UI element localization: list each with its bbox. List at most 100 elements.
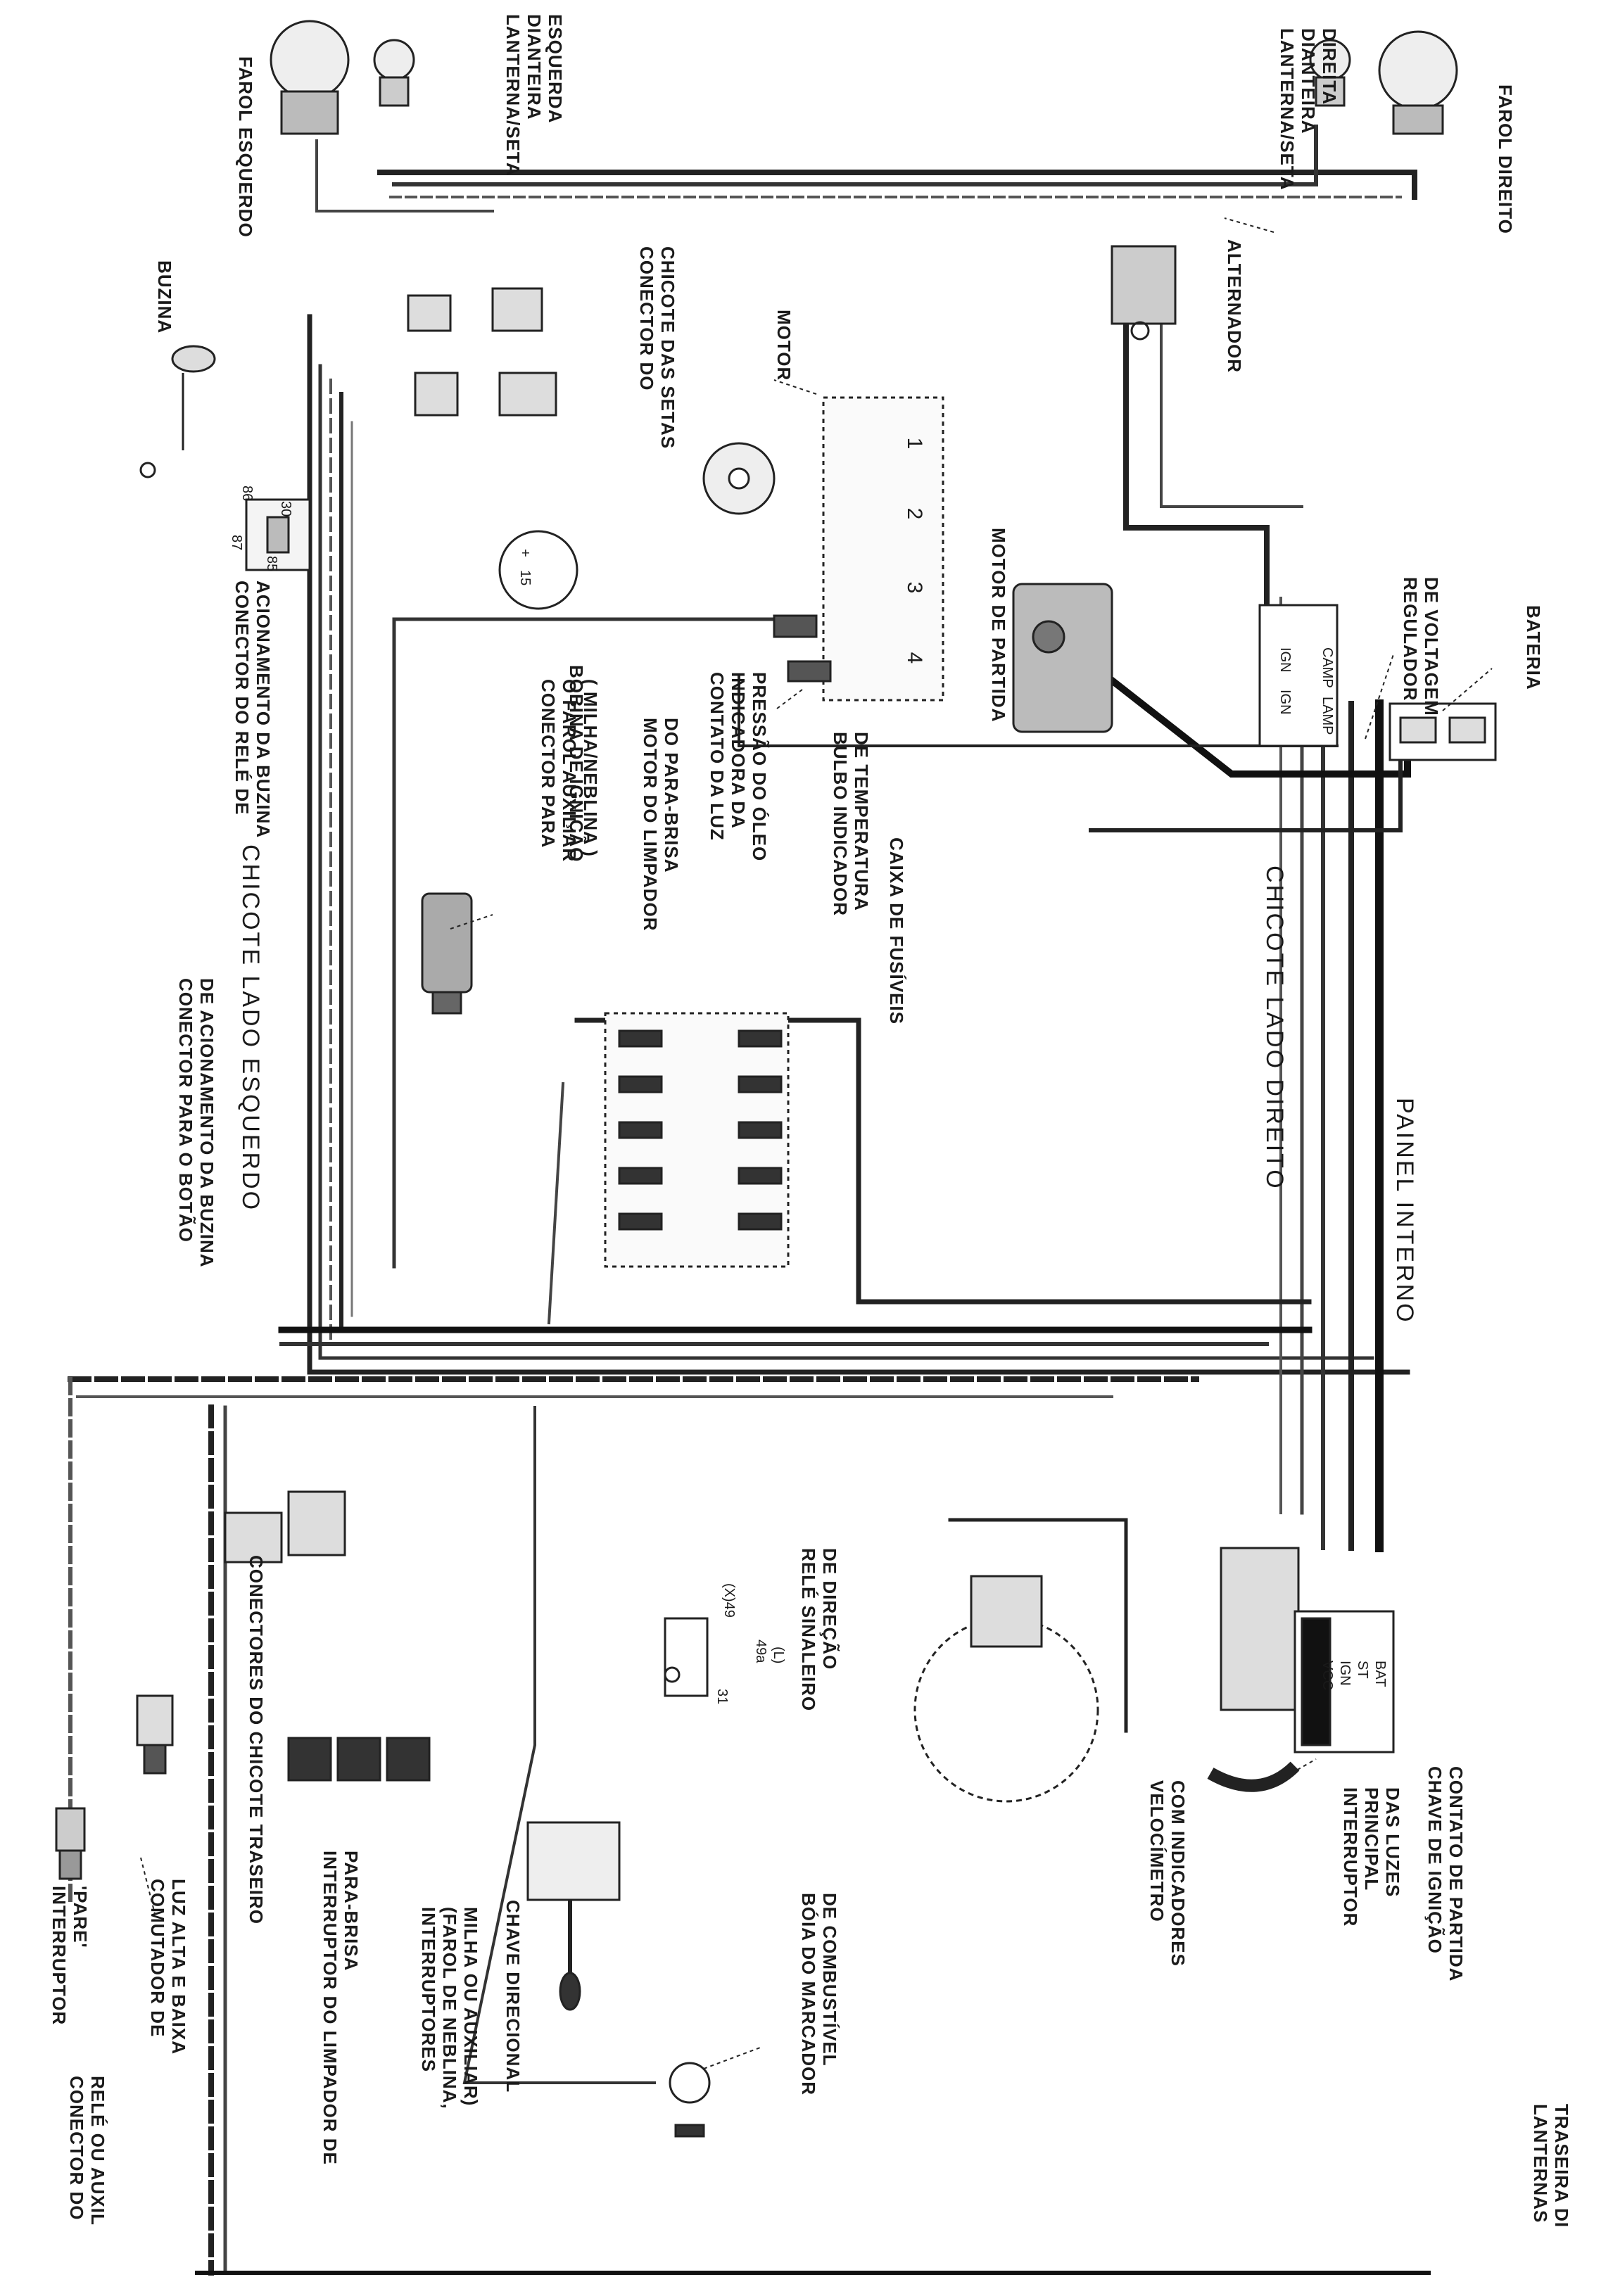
- connector-setas-1: [491, 287, 543, 332]
- svg-text:PARA-BRISA: PARA-BRISA: [341, 1851, 362, 1971]
- svg-text:CONECTOR PARA O BOTÃO: CONECTOR PARA O BOTÃO: [175, 978, 196, 1243]
- rear-connector-2: [287, 1490, 346, 1556]
- coil-15: 15: [517, 570, 533, 585]
- label-bulbo-temp: BULBO INDICADOR DE TEMPERATURA: [830, 732, 872, 916]
- wire-temp: [738, 674, 1339, 747]
- label-conector-botao-buzina: CONECTOR PARA O BOTÃO DE ACIONAMENTO DA …: [175, 978, 217, 1268]
- label-lanterna-dir: LANTERNA/SETA DIANTEIRA DIREITA: [1277, 28, 1340, 191]
- horn-icon: [139, 345, 216, 478]
- turn-lamp-right-icon: [1309, 39, 1351, 107]
- panel-switches-icon: [287, 1737, 431, 1782]
- svg-text:INTERRUPTORES: INTERRUPTORES: [418, 1907, 439, 2072]
- svg-text:CAIXA DE FUSÍVEIS: CAIXA DE FUSÍVEIS: [886, 837, 907, 1025]
- svg-text:PRESSÃO DO ÓLEO: PRESSÃO DO ÓLEO: [749, 672, 770, 861]
- label-farol-dir: FAROL DIREITO: [1495, 84, 1516, 234]
- voltage-regulator-icon: [1258, 604, 1339, 747]
- label-motor-limpador: MOTOR DO LIMPADOR DO PARA-BRISA: [640, 718, 682, 931]
- svg-text:3: 3: [903, 582, 926, 594]
- svg-text:MOTOR DE PARTIDA: MOTOR DE PARTIDA: [988, 528, 1009, 722]
- svg-text:CONTATO DA LUZ: CONTATO DA LUZ: [707, 672, 728, 841]
- dir-49a: 49a: [753, 1639, 768, 1663]
- labels: LANTERNA/SETA DIANTEIRA ESQUERDA FAROL E…: [49, 14, 1572, 2228]
- svg-text:TRASEIRA DI: TRASEIRA DI: [1551, 2104, 1572, 2228]
- wire-harness: [68, 125, 1431, 2276]
- wire-battery: [1089, 737, 1403, 832]
- wire-left-bundle-2: [318, 364, 1374, 1360]
- wire-top-harness-a: [377, 170, 1417, 200]
- svg-text:DO PARA-BRISA: DO PARA-BRISA: [661, 718, 682, 873]
- coil-plus: +: [517, 549, 533, 557]
- wiper-motor-icon: [421, 892, 473, 1015]
- ignition-coil-icon: [498, 530, 578, 610]
- term-vcc: VCC: [1320, 1661, 1335, 1690]
- svg-text:DIANTEIRA: DIANTEIRA: [524, 14, 545, 120]
- dir-l: (L): [771, 1647, 786, 1663]
- svg-text:FAROL ESQUERDO: FAROL ESQUERDO: [235, 56, 256, 238]
- svg-text:BUZINA: BUZINA: [154, 260, 175, 334]
- reg-ign-2: IGN: [1277, 647, 1293, 673]
- svg-text:INDICADORA DA: INDICADORA DA: [728, 672, 749, 829]
- turn-lamp-left-icon: [373, 39, 415, 107]
- fuse-column-left: [618, 1029, 663, 1231]
- svg-text:PAINEL INTERNO: PAINEL INTERNO: [1391, 1098, 1418, 1324]
- svg-text:(FAROL DE NEBLINA,: (FAROL DE NEBLINA,: [439, 1907, 460, 2110]
- ignition-switch-icon: [1293, 1610, 1395, 1753]
- label-rele-sinaleiro: RELÉ SINALEIRO DE DIREÇÃO: [798, 1548, 840, 1711]
- svg-text:ESQUERDA: ESQUERDA: [545, 14, 566, 123]
- label-regulador: REGULADOR DE VOLTAGEM: [1400, 577, 1442, 716]
- svg-text:COM INDICADORES: COM INDICADORES: [1168, 1780, 1189, 1967]
- label-lanterna-esq: LANTERNA/SETA DIANTEIRA ESQUERDA: [502, 14, 566, 177]
- label-interruptor-limpador: INTERRUPTOR DO LIMPADOR DE PARA-BRISA: [320, 1851, 362, 2165]
- cylinder-3: 3: [903, 582, 926, 594]
- relay-87: 87: [229, 535, 244, 550]
- battery-icon: [1389, 702, 1497, 761]
- distributor-icon: [702, 442, 776, 515]
- svg-text:CONECTORES DO CHICOTE TRASEIRO: CONECTORES DO CHICOTE TRASEIRO: [246, 1555, 267, 1924]
- svg-text:4: 4: [903, 652, 926, 664]
- term-st: ST: [1355, 1661, 1370, 1679]
- connector-setas-2: [498, 372, 557, 417]
- svg-text:MOTOR DO LIMPADOR: MOTOR DO LIMPADOR: [640, 718, 661, 931]
- svg-text:RELÉ OU AUXIL: RELÉ OU AUXIL: [87, 2076, 108, 2226]
- svg-text:INTERRUPTOR: INTERRUPTOR: [49, 1886, 70, 2025]
- wire-sensors: [392, 617, 783, 1269]
- cylinder-1: 1: [903, 438, 926, 450]
- regulator-terminals: CAMP IGN LAMP IGN: [1277, 647, 1335, 735]
- ignition-terminals: BAT ST IGN VCC: [1320, 1661, 1388, 1690]
- label-conector-rele-aux: CONECTOR DO RELÉ OU AUXIL: [66, 2076, 108, 2226]
- wire-top-harness-d: [315, 139, 494, 213]
- connector-left-1: [407, 294, 452, 332]
- connector-left-2: [414, 372, 459, 417]
- svg-text:DE TEMPERATURA: DE TEMPERATURA: [851, 732, 872, 911]
- label-boia-combustivel: BÓIA DO MARCADOR DE COMBUSTÍVEL: [798, 1893, 840, 2095]
- dimmer-switch-icon: [136, 1694, 174, 1775]
- svg-text:CHICOTE DAS SETAS: CHICOTE DAS SETAS: [657, 246, 678, 449]
- direction-relay-icon: [664, 1617, 709, 1697]
- wire-directional: [462, 1406, 656, 2084]
- label-motor: MOTOR: [773, 310, 795, 381]
- svg-text:CONECTOR DO: CONECTOR DO: [66, 2076, 87, 2221]
- label-contato-oleo: CONTATO DA LUZ INDICADORA DA PRESSÃO DO …: [707, 672, 770, 861]
- svg-text:DE ACIONAMENTO DA BUZINA: DE ACIONAMENTO DA BUZINA: [196, 978, 217, 1268]
- svg-text:LUZ ALTA E BAIXA: LUZ ALTA E BAIXA: [168, 1879, 189, 2055]
- fuse-box-icon: [604, 1012, 790, 1268]
- svg-text:BOBINA DE IGNIÇÃO: BOBINA DE IGNIÇÃO: [566, 665, 587, 862]
- label-caixa-fusiveis: CAIXA DE FUSÍVEIS: [886, 837, 907, 1025]
- svg-text:DIREITA: DIREITA: [1319, 28, 1340, 105]
- svg-text:( MILHA/NEBLINA ): ( MILHA/NEBLINA ): [580, 679, 601, 857]
- svg-text:REGULADOR: REGULADOR: [1400, 577, 1421, 702]
- oil-pressure-switch-icon: [773, 614, 818, 638]
- label-conector-setas: CONECTOR DO CHICOTE DAS SETAS: [636, 246, 678, 449]
- label-interruptor-luzes: INTERRUPTOR PRINCIPAL DAS LUZES: [1340, 1787, 1403, 1927]
- label-chicote-direito: CHICOTE LADO DIREITO: [1261, 865, 1288, 1191]
- label-comutador-luz: COMUTADOR DE LUZ ALTA E BAIXA: [147, 1879, 189, 2055]
- svg-text:BATERIA: BATERIA: [1523, 605, 1544, 690]
- label-painel-interno: PAINEL INTERNO: [1391, 1098, 1418, 1324]
- starter-motor-icon: [1012, 583, 1113, 733]
- term-ign: IGN: [1337, 1661, 1353, 1686]
- components: [55, 20, 1497, 2138]
- svg-text:FAROL DIREITO: FAROL DIREITO: [1495, 84, 1516, 234]
- label-bobina: BOBINA DE IGNIÇÃO: [566, 665, 587, 862]
- svg-text:RELÉ SINALEIRO: RELÉ SINALEIRO: [798, 1548, 819, 1711]
